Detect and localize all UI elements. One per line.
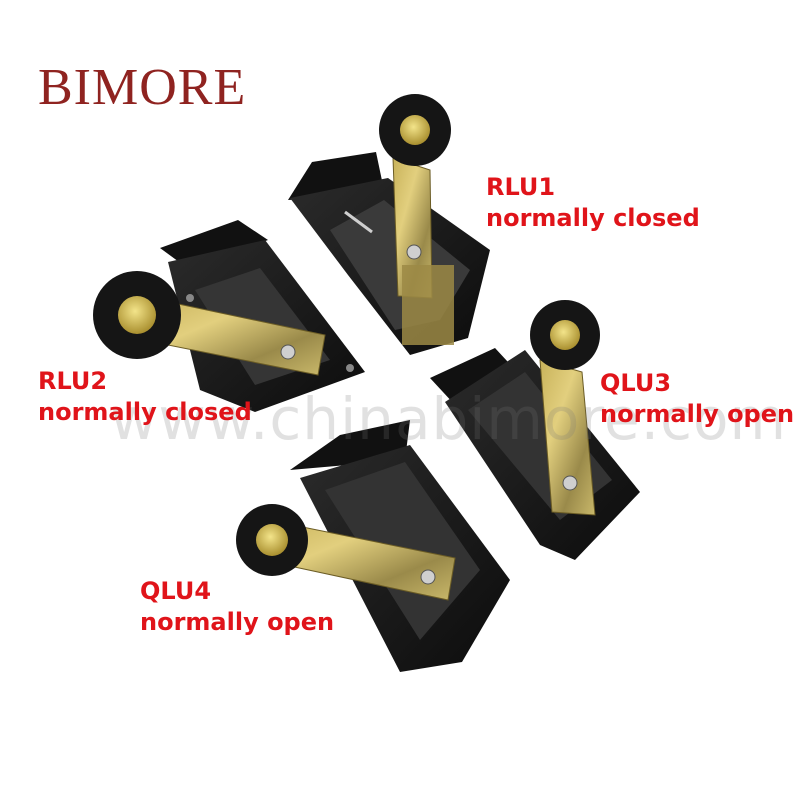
lever-bracket: [402, 265, 454, 345]
model-name: QLU4: [140, 577, 212, 605]
switch-rlu1: [288, 94, 490, 355]
pivot-screw: [420, 569, 436, 585]
roller-hub: [400, 115, 430, 145]
pivot-screw: [280, 344, 296, 360]
pivot-screw: [562, 475, 578, 491]
label-rlu2: RLU2 normally closed: [38, 366, 252, 428]
pivot-screw: [406, 244, 422, 260]
switch-qlu4: [236, 420, 510, 672]
contact-type: normally open: [140, 608, 335, 636]
contact-type: normally open: [600, 400, 795, 428]
label-qlu4: QLU4 normally open: [140, 576, 334, 638]
label-qlu3: QLU3 normally open: [600, 368, 794, 430]
contact-spring: [344, 210, 373, 234]
model-name: QLU3: [600, 369, 672, 397]
model-name: RLU2: [38, 367, 108, 395]
model-name: RLU1: [486, 173, 556, 201]
contact-type: normally closed: [486, 204, 700, 232]
switch-cover: [430, 348, 520, 405]
switch-rlu2: [93, 220, 365, 412]
switch-cover: [160, 220, 268, 270]
watermark-url: www.chinabimore.com: [110, 385, 787, 453]
contact-type: normally closed: [38, 398, 252, 426]
mount-screw: [346, 364, 354, 372]
roller-hub: [256, 524, 288, 556]
mount-screw: [186, 294, 194, 302]
roller-hub: [118, 296, 156, 334]
brand-logo: BIMORE: [38, 59, 247, 116]
roller-hub: [550, 320, 580, 350]
switch-qlu3: [430, 300, 640, 560]
label-rlu1: RLU1 normally closed: [486, 172, 700, 234]
